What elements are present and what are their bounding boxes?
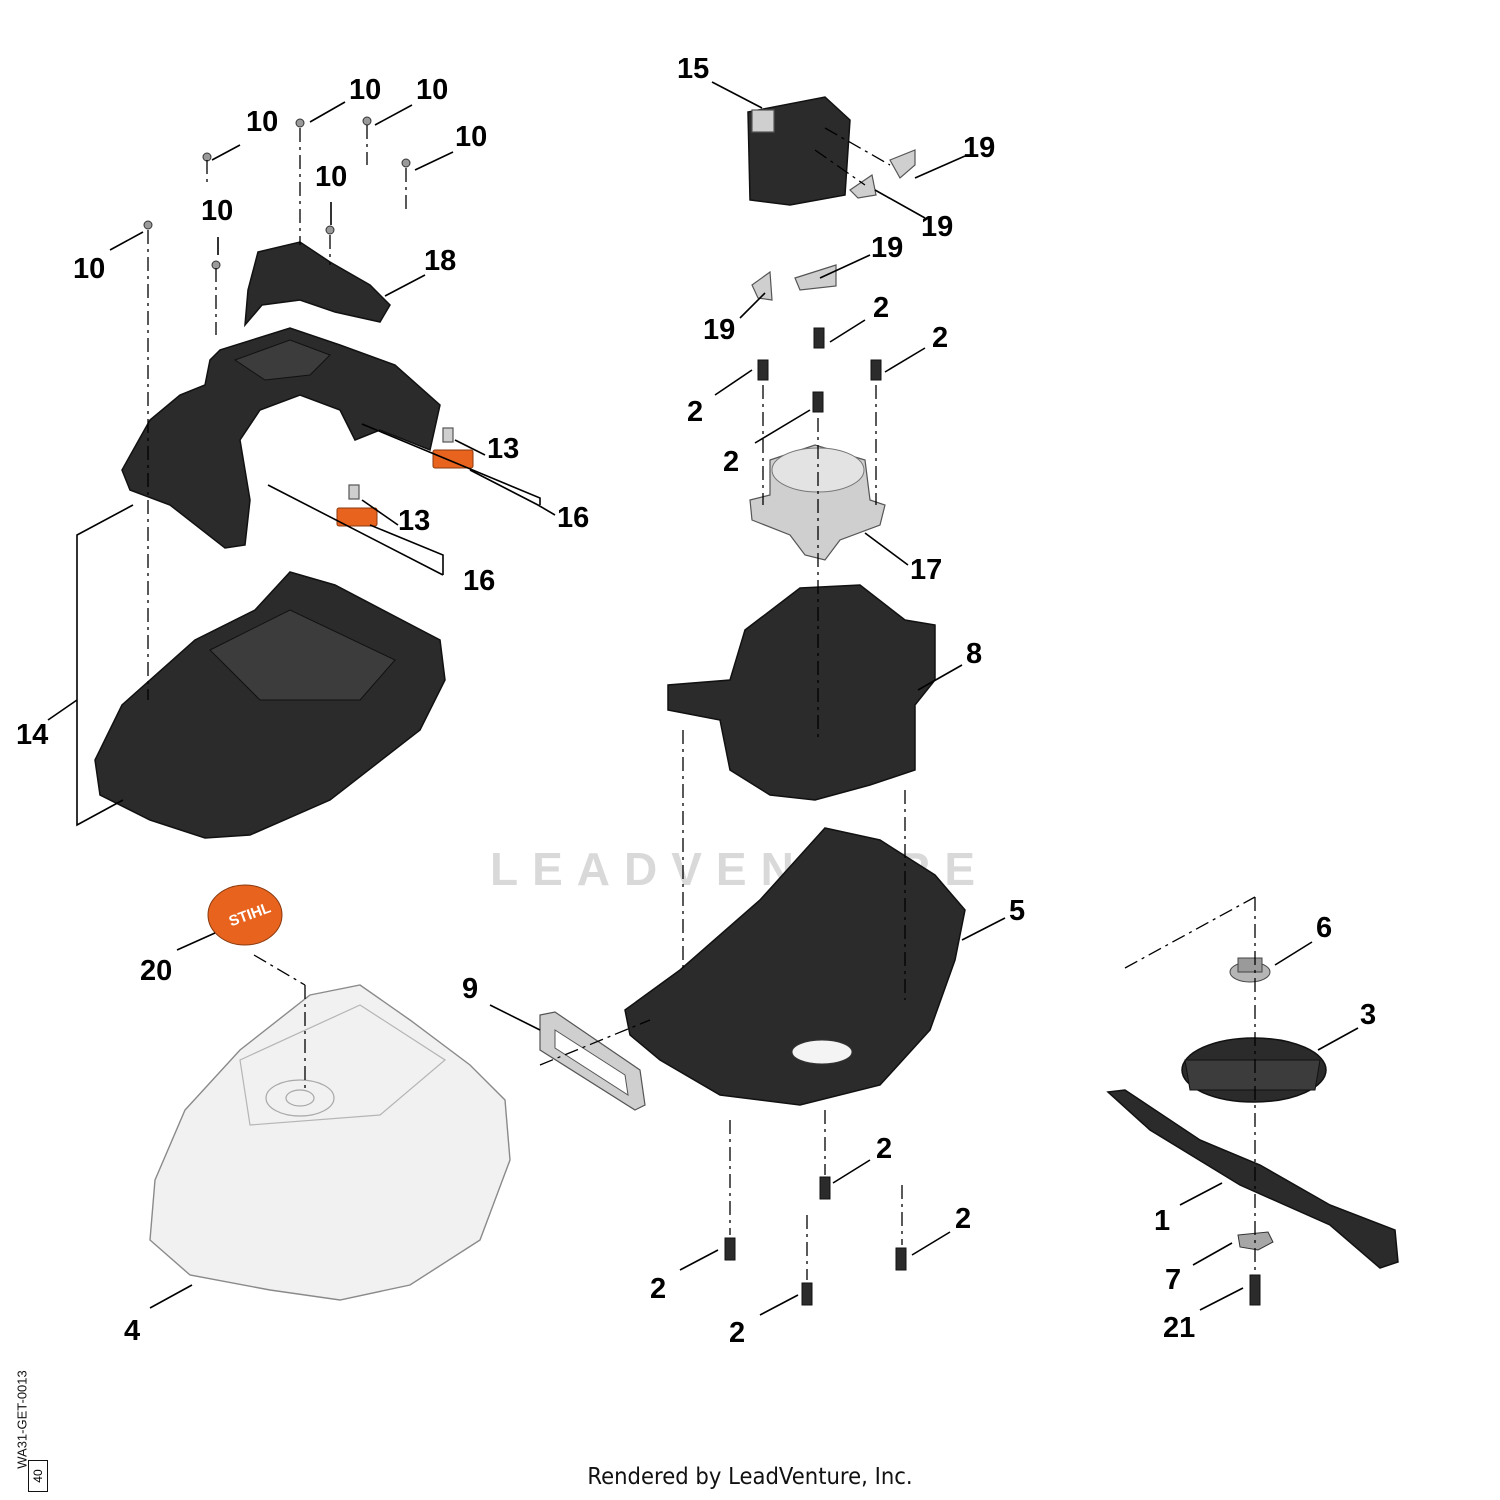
callout-2: 2 — [729, 1317, 745, 1349]
motor-mount-8 — [667, 584, 936, 801]
callout-19: 19 — [703, 314, 735, 346]
callout-13: 13 — [398, 505, 430, 537]
callout-6: 6 — [1316, 912, 1332, 944]
callout-labels: 15 19 19 19 19 2 2 2 2 17 8 10 10 10 10 … — [16, 53, 1376, 1349]
fan-3 — [1181, 1037, 1327, 1103]
switch-15 — [747, 96, 851, 206]
callout-19: 19 — [963, 132, 995, 164]
callout-2: 2 — [873, 292, 889, 324]
blade-1 — [1106, 1089, 1399, 1269]
callout-20: 20 — [140, 955, 172, 987]
callout-10: 10 — [315, 161, 347, 193]
callout-10: 10 — [349, 74, 381, 106]
callout-8: 8 — [966, 638, 982, 670]
hub-6 — [1229, 957, 1271, 983]
deck-5 — [624, 827, 966, 1106]
callout-2: 2 — [723, 446, 739, 478]
callout-3: 3 — [1360, 999, 1376, 1031]
upper-cover — [121, 327, 441, 549]
drawing-reference: WA31-GET-0013 40 — [6, 1370, 48, 1494]
hood-4 — [149, 984, 511, 1301]
drawing-number-box: 40 — [28, 1460, 48, 1492]
callout-18: 18 — [424, 245, 456, 277]
callout-10: 10 — [416, 74, 448, 106]
screws — [143, 116, 1261, 1306]
latch-13b — [336, 484, 378, 527]
drawing-number: 40 — [31, 1469, 45, 1483]
callout-10: 10 — [455, 121, 487, 153]
callout-10: 10 — [201, 195, 233, 227]
callout-2: 2 — [955, 1203, 971, 1235]
callout-16: 16 — [557, 502, 589, 534]
render-credit: Rendered by LeadVenture, Inc. — [587, 1464, 913, 1490]
leader-lines — [47, 81, 1359, 1316]
callout-7: 7 — [1165, 1264, 1181, 1296]
contacts-19 — [751, 149, 916, 301]
stihl-sticker: STIHL — [207, 884, 283, 946]
callout-2: 2 — [687, 396, 703, 428]
callout-2: 2 — [932, 322, 948, 354]
callout-15: 15 — [677, 53, 709, 85]
cover-18 — [244, 241, 391, 328]
callout-16: 16 — [463, 565, 495, 597]
callout-4: 4 — [124, 1315, 140, 1347]
callout-17: 17 — [910, 554, 942, 586]
callout-1: 1 — [1154, 1205, 1170, 1237]
callout-9: 9 — [462, 973, 478, 1005]
callout-5: 5 — [1009, 895, 1025, 927]
seal-9 — [539, 1011, 646, 1111]
callout-2: 2 — [650, 1273, 666, 1305]
callout-19: 19 — [871, 232, 903, 264]
callout-19: 19 — [921, 211, 953, 243]
callout-10: 10 — [73, 253, 105, 285]
alignment-lines — [147, 125, 1256, 1280]
callout-21: 21 — [1163, 1312, 1195, 1344]
callout-2: 2 — [876, 1133, 892, 1165]
latch-13a — [432, 427, 474, 469]
callout-14: 14 — [16, 719, 48, 751]
lower-housing — [94, 571, 446, 839]
callout-10: 10 — [246, 106, 278, 138]
callout-13: 13 — [487, 433, 519, 465]
